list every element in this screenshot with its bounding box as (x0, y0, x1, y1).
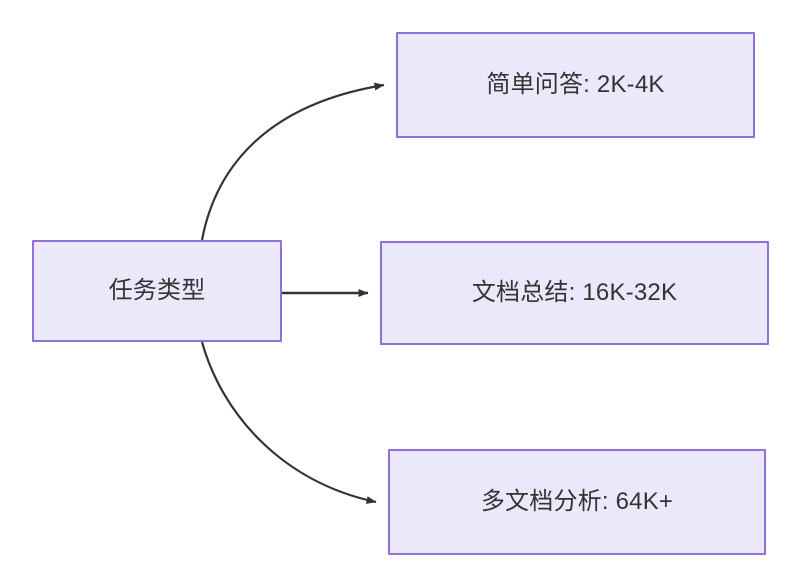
node-doc-summary[interactable]: 文档总结: 16K-32K (380, 241, 769, 345)
edge-source-to-simple-qa (200, 82, 385, 241)
node-multi-doc-label: 多文档分析: 64K+ (480, 488, 674, 515)
node-task-type[interactable]: 任务类型 (32, 240, 282, 342)
node-doc-summary-label: 文档总结: 16K-32K (471, 279, 678, 306)
node-task-type-label: 任务类型 (108, 277, 206, 304)
node-multi-doc[interactable]: 多文档分析: 64K+ (388, 449, 766, 555)
edge-source-to-multi-doc (200, 341, 377, 504)
node-simple-qa[interactable]: 简单问答: 2K-4K (396, 32, 755, 138)
node-simple-qa-label: 简单问答: 2K-4K (486, 71, 665, 98)
